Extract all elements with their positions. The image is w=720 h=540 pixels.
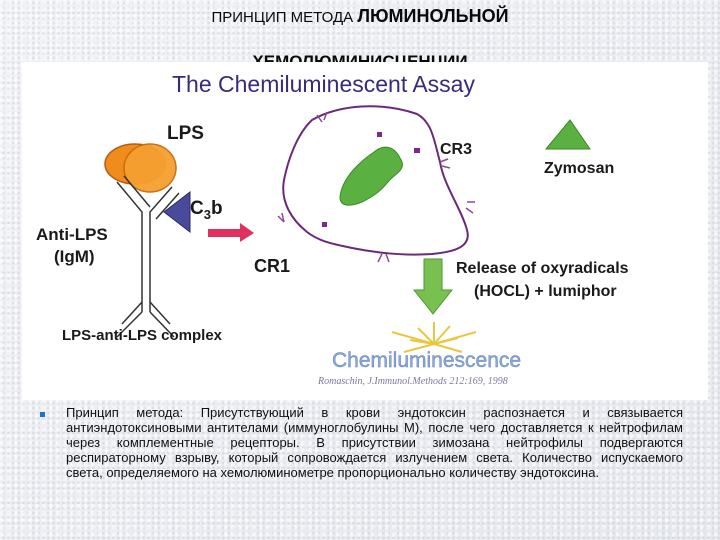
cell-nucleus — [339, 146, 403, 206]
neutrophil-cell — [277, 105, 475, 263]
cr1-label: CR1 — [254, 256, 290, 276]
release-label-line2: (HOCL) + lumiphor — [474, 283, 617, 300]
zymosan-label: Zymosan — [544, 160, 614, 177]
lps-molecule — [104, 143, 177, 193]
chemiluminescence-label: Chemiluminescence — [332, 349, 521, 372]
slide-title: ПРИНЦИП МЕТОДА ЛЮМИНОЛЬНОЙ — [0, 6, 720, 27]
slide-title-part1: ПРИНЦИП МЕТОДА — [211, 9, 358, 26]
citation: Romaschin, J.Immunol.Methods 212:169, 19… — [317, 376, 508, 387]
lps-label: LPS — [167, 123, 204, 144]
c3b-label: C3b — [190, 198, 223, 222]
anti-lps-label-line1: Anti-LPS — [36, 225, 108, 244]
slide-title-part2: ЛЮМИНОЛЬНОЙ — [357, 6, 509, 26]
antibody-igm — [116, 175, 180, 338]
anti-lps-label-line2: (IgM) — [54, 247, 95, 266]
light-burst-icon — [391, 322, 477, 353]
assay-diagram: The Chemiluminescent Assay LPS C3b Anti-… — [36, 71, 629, 387]
figure-heading: The Chemiluminescent Assay — [172, 71, 475, 97]
cr3-label: CR3 — [440, 141, 472, 158]
c3b-triangle — [163, 190, 191, 234]
green-down-arrow — [412, 258, 454, 315]
bullet-marker — [40, 412, 45, 417]
zymosan-triangle — [544, 119, 591, 150]
description-paragraph: Принцип метода: Присутствующий в крови э… — [66, 405, 683, 480]
complex-label: LPS-anti-LPS complex — [62, 327, 223, 344]
slide-title-line2: ХЕМОЛЮМИНИСЦЕНЦИИ — [252, 52, 468, 63]
red-arrow — [208, 223, 254, 242]
release-label-line1: Release of oxyradicals — [456, 260, 629, 277]
assay-figure: The Chemiluminescent Assay LPS C3b Anti-… — [22, 62, 708, 400]
